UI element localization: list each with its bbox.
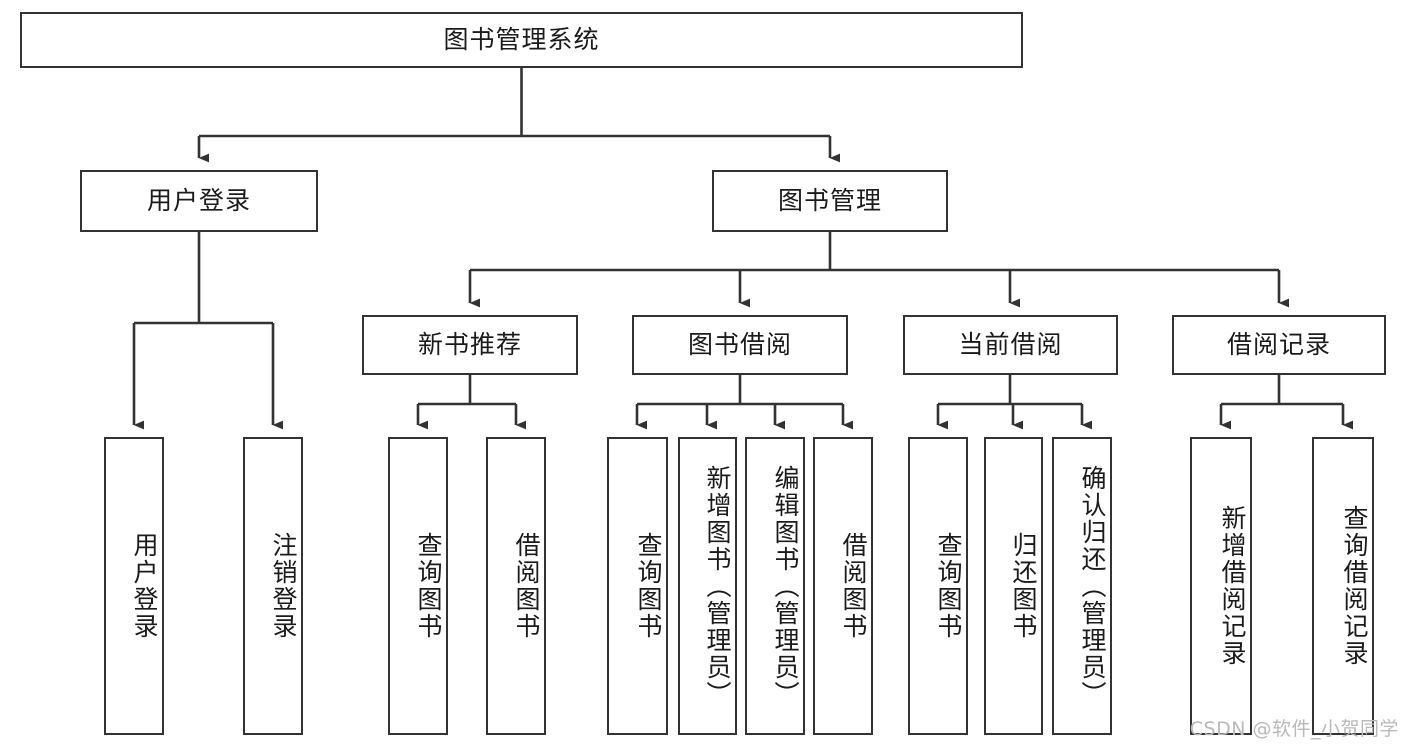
node-new-book-recommend[interactable]: 新书推荐 xyxy=(362,315,578,375)
leaf-node[interactable]: 用户登录 xyxy=(104,437,164,735)
node-book-borrow[interactable]: 图书借阅 xyxy=(632,315,848,375)
leaf-node[interactable]: 确认归还（管理员） xyxy=(1052,437,1112,735)
leaf-node[interactable]: 查询图书 xyxy=(908,437,968,735)
leaf-node[interactable]: 新增借阅记录 xyxy=(1190,437,1252,735)
leaf-node[interactable]: 借阅图书 xyxy=(813,437,873,735)
leaf-node[interactable]: 借阅图书 xyxy=(486,437,546,735)
csdn-watermark: CSDN @软件_小贺同学 xyxy=(1189,718,1399,740)
leaf-node[interactable]: 归还图书 xyxy=(984,437,1043,735)
leaf-node[interactable]: 新增图书（管理员） xyxy=(678,437,737,735)
leaf-node[interactable]: 查询图书 xyxy=(388,437,448,735)
leaf-node[interactable]: 注销登录 xyxy=(243,437,303,735)
node-current-borrow[interactable]: 当前借阅 xyxy=(903,315,1118,375)
node-book-management[interactable]: 图书管理 xyxy=(712,170,948,232)
node-user-login[interactable]: 用户登录 xyxy=(80,170,318,232)
node-root[interactable]: 图书管理系统 xyxy=(20,12,1023,68)
leaf-node[interactable]: 查询图书 xyxy=(607,437,668,735)
leaf-node[interactable]: 查询借阅记录 xyxy=(1312,437,1374,735)
leaf-node[interactable]: 编辑图书（管理员） xyxy=(745,437,805,735)
node-borrow-records[interactable]: 借阅记录 xyxy=(1172,315,1386,375)
